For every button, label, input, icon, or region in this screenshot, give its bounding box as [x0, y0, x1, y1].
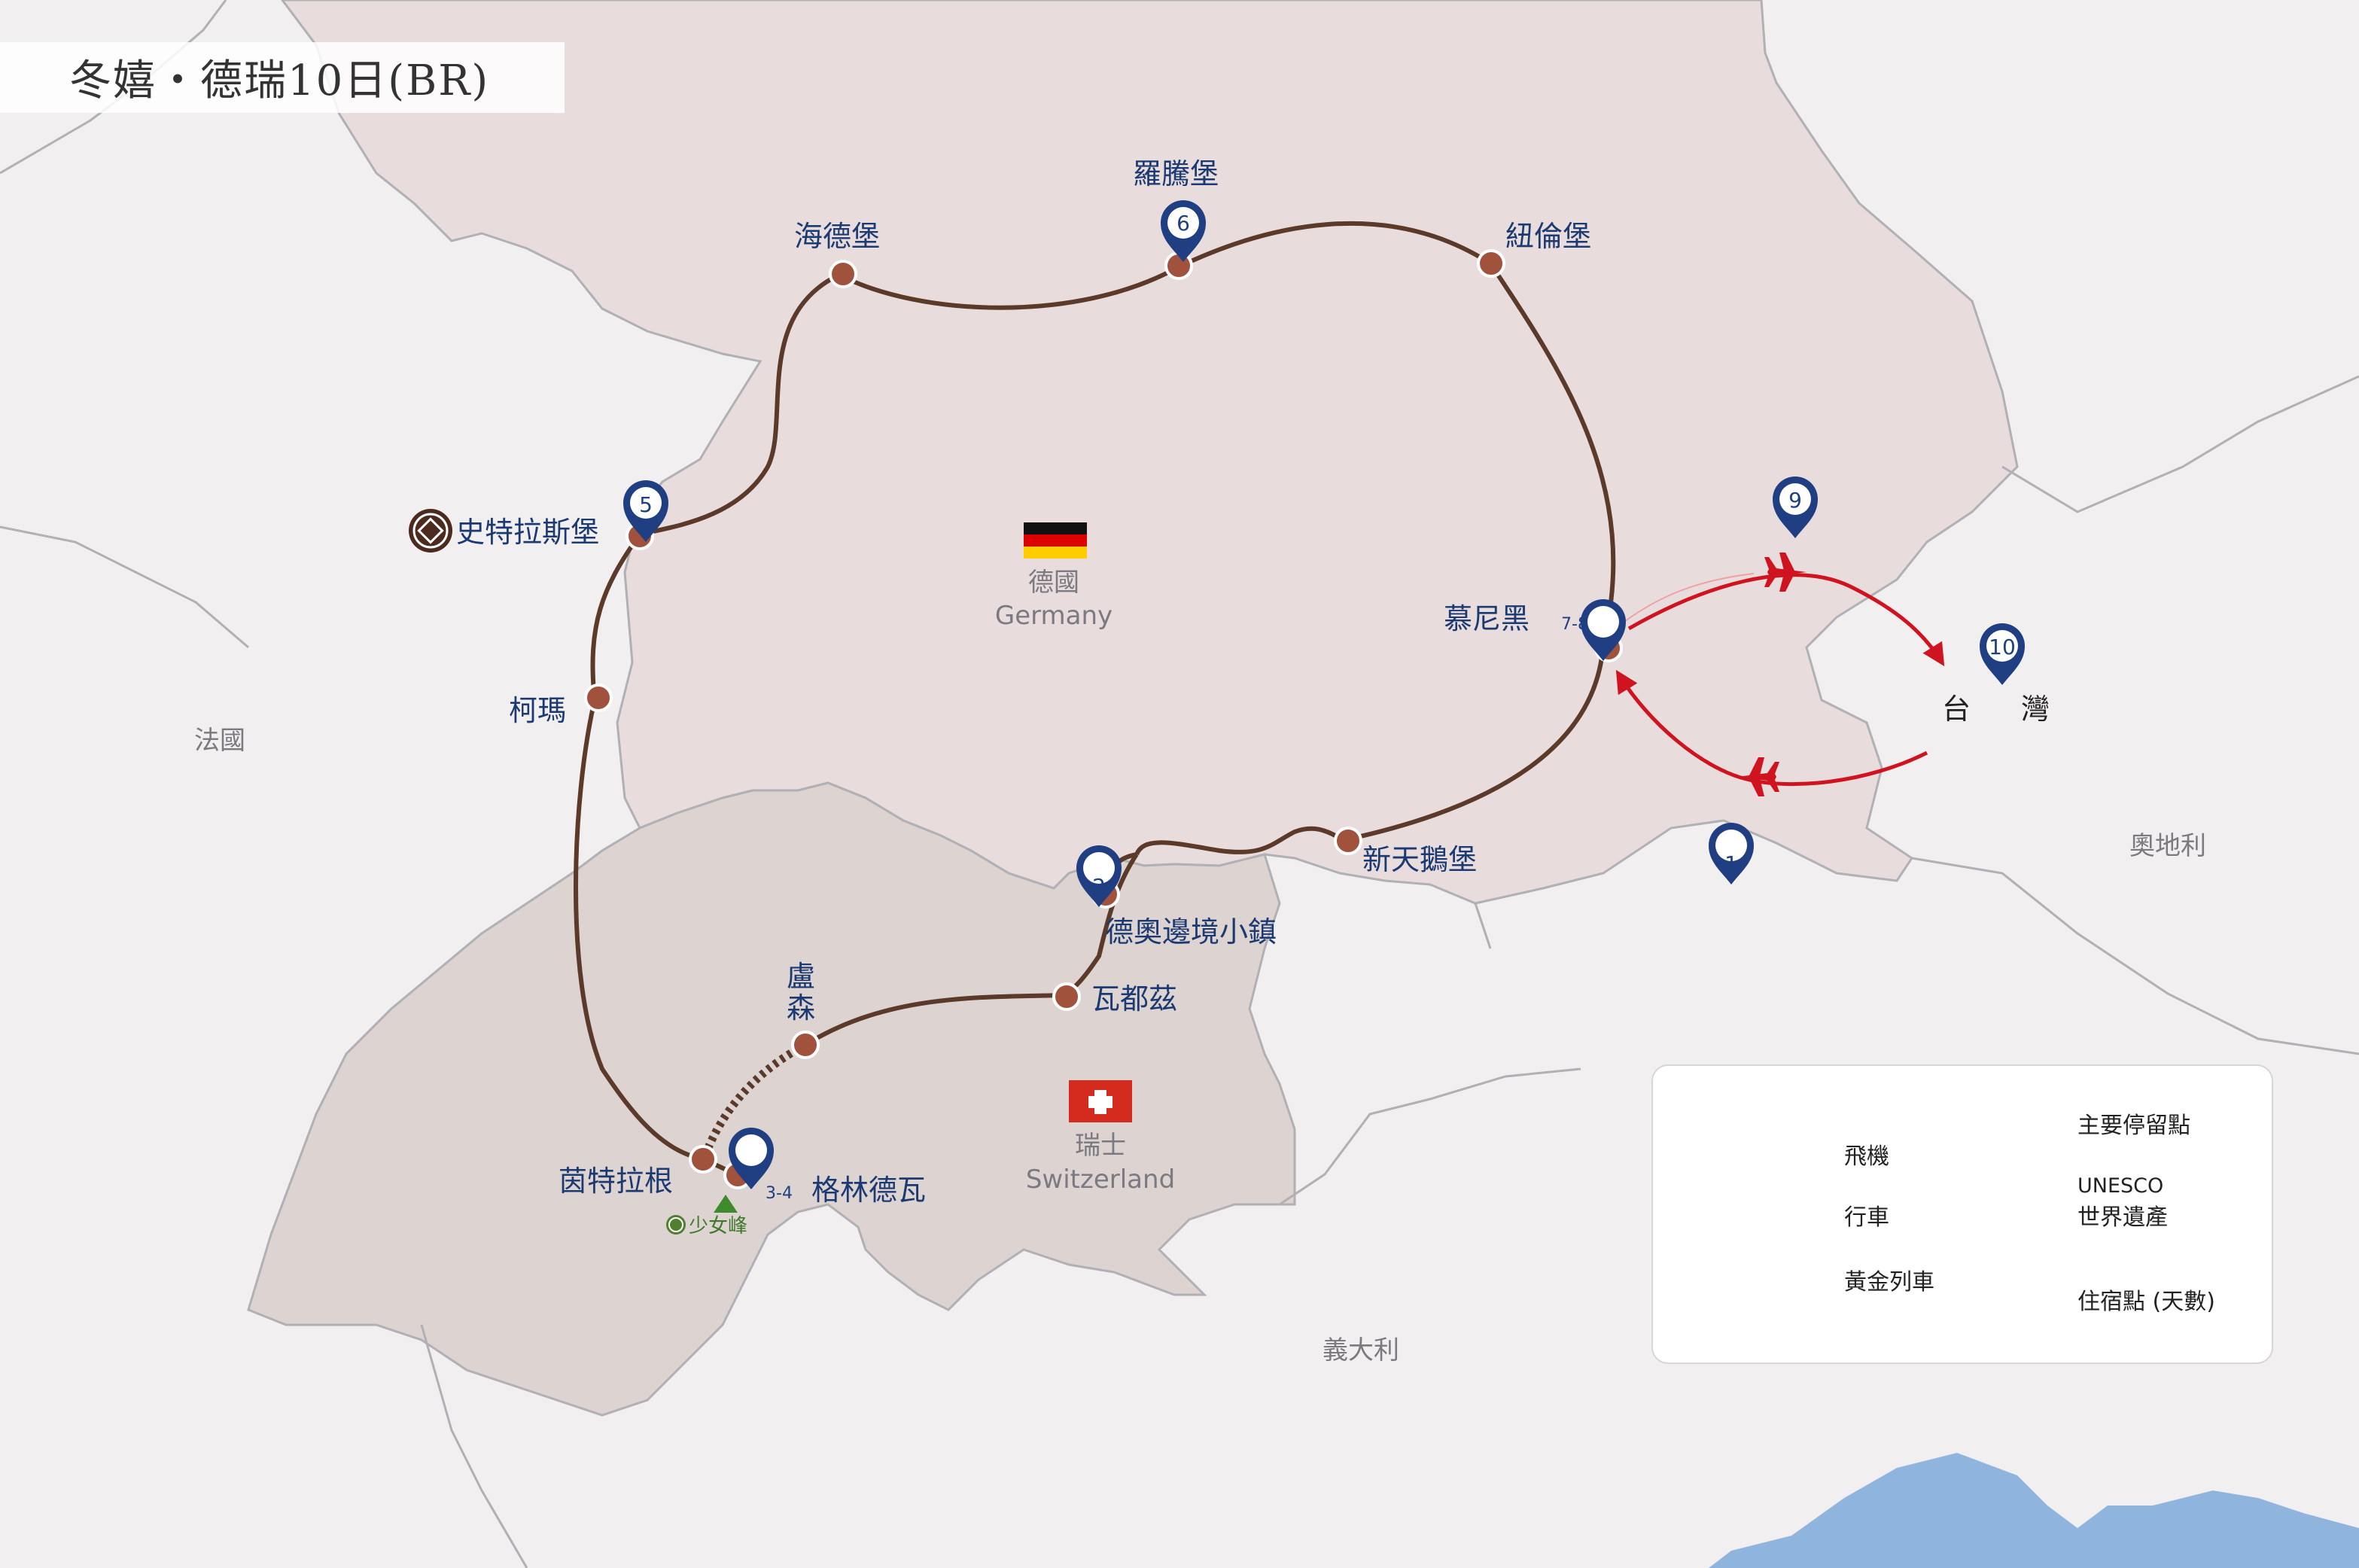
label-france: 法國 — [194, 726, 245, 756]
label-interlaken: 茵特拉根 — [559, 1166, 673, 1198]
label-italy: 義大利 — [1323, 1335, 1399, 1366]
label-switzerland-en: Switzerland — [1026, 1165, 1175, 1195]
stop-neuschwanstein — [1334, 827, 1362, 855]
svg-text:3-4: 3-4 — [766, 1184, 793, 1203]
mountain-icon — [714, 1195, 738, 1213]
jungfrau-unesco-icon — [666, 1215, 686, 1235]
stop-colmar — [584, 684, 613, 712]
flight-outbound — [1627, 573, 1945, 667]
stop-nuremberg — [1477, 249, 1505, 278]
germany-flag-icon — [1024, 522, 1087, 559]
label-austria: 奧地利 — [2129, 831, 2206, 861]
stop-waldshut — [1052, 982, 1081, 1011]
label-germany-zh: 德國 — [1028, 568, 1079, 598]
legend-drive: 行車 — [1844, 1204, 1889, 1231]
legend-main-stop: 主要停留點 — [2077, 1113, 2190, 1139]
title-banner — [0, 42, 565, 113]
label-germany-en: Germany — [995, 601, 1113, 631]
label-heidelberg: 海德堡 — [794, 221, 880, 253]
label-grindelwald: 格林德瓦 — [811, 1175, 926, 1207]
page-title: 冬嬉・德瑞10日(BR) — [69, 56, 490, 105]
label-strasbourg: 史特拉斯堡 — [456, 517, 599, 549]
label-rothenburg: 羅騰堡 — [1133, 159, 1219, 190]
label-neuschwanstein: 新天鵝堡 — [1362, 845, 1477, 876]
golden-pass-route — [699, 1041, 808, 1161]
svg-text:9: 9 — [1788, 488, 1802, 513]
label-waldshut: 瓦都茲 — [1091, 984, 1177, 1015]
label-lucerne-1: 盧 — [787, 961, 815, 993]
pin-day-2: 2 — [1076, 845, 1122, 907]
svg-text:2: 2 — [1092, 874, 1106, 899]
switzerland-region — [247, 781, 1296, 1417]
pin-day-5: 5 — [623, 480, 668, 542]
flight-outbound-tail — [1610, 573, 1755, 633]
label-taiwan-2: 灣 — [2021, 694, 2050, 726]
svg-text:1: 1 — [1724, 851, 1738, 876]
label-colmar: 柯瑪 — [509, 696, 566, 727]
label-nuremberg: 紐倫堡 — [1505, 221, 1591, 253]
switzerland-flag-icon — [1069, 1080, 1132, 1122]
svg-text:7-8: 7-8 — [1561, 615, 1588, 634]
svg-text:6: 6 — [1176, 211, 1190, 236]
legend-golden-pass: 黃金列車 — [1844, 1269, 1934, 1296]
svg-text:5: 5 — [639, 492, 653, 517]
pin-day-7-8: 7-8 — [1561, 599, 1626, 661]
label-switzerland-zh: 瑞士 — [1075, 1131, 1126, 1161]
stop-heidelberg — [829, 260, 857, 288]
legend-flight: 飛機 — [1844, 1143, 1889, 1170]
label-lucerne-2: 森 — [787, 993, 815, 1025]
stop-interlaken — [689, 1145, 717, 1174]
pin-day-1: 1 — [1709, 823, 1754, 884]
label-border-town: 德奧邊境小鎮 — [1105, 917, 1277, 948]
legend — [1651, 1064, 2273, 1364]
pin-day-10: 10 — [1980, 623, 2025, 685]
legend-unesco-line1: UNESCO — [2077, 1174, 2164, 1198]
unesco-icon — [409, 509, 452, 553]
svg-text:10: 10 — [1989, 635, 2016, 659]
label-taiwan-1: 台 — [1942, 694, 1971, 726]
label-jungfrau: 少女峰 — [689, 1214, 747, 1237]
pin-day-3-4: 3-4 — [729, 1128, 793, 1203]
pin-day-9: 9 — [1773, 476, 1818, 538]
legend-stay: 住宿點 (天數) — [2077, 1289, 2215, 1315]
label-munich: 慕尼黑 — [1444, 604, 1530, 635]
flight-return — [1615, 669, 1928, 787]
stop-rothenburg — [1164, 251, 1193, 280]
pin-day-6: 6 — [1161, 200, 1206, 262]
legend-unesco-line2: 世界遺產 — [2077, 1204, 2168, 1231]
water-body — [1709, 1453, 2359, 1568]
stop-lucerne — [791, 1031, 820, 1059]
